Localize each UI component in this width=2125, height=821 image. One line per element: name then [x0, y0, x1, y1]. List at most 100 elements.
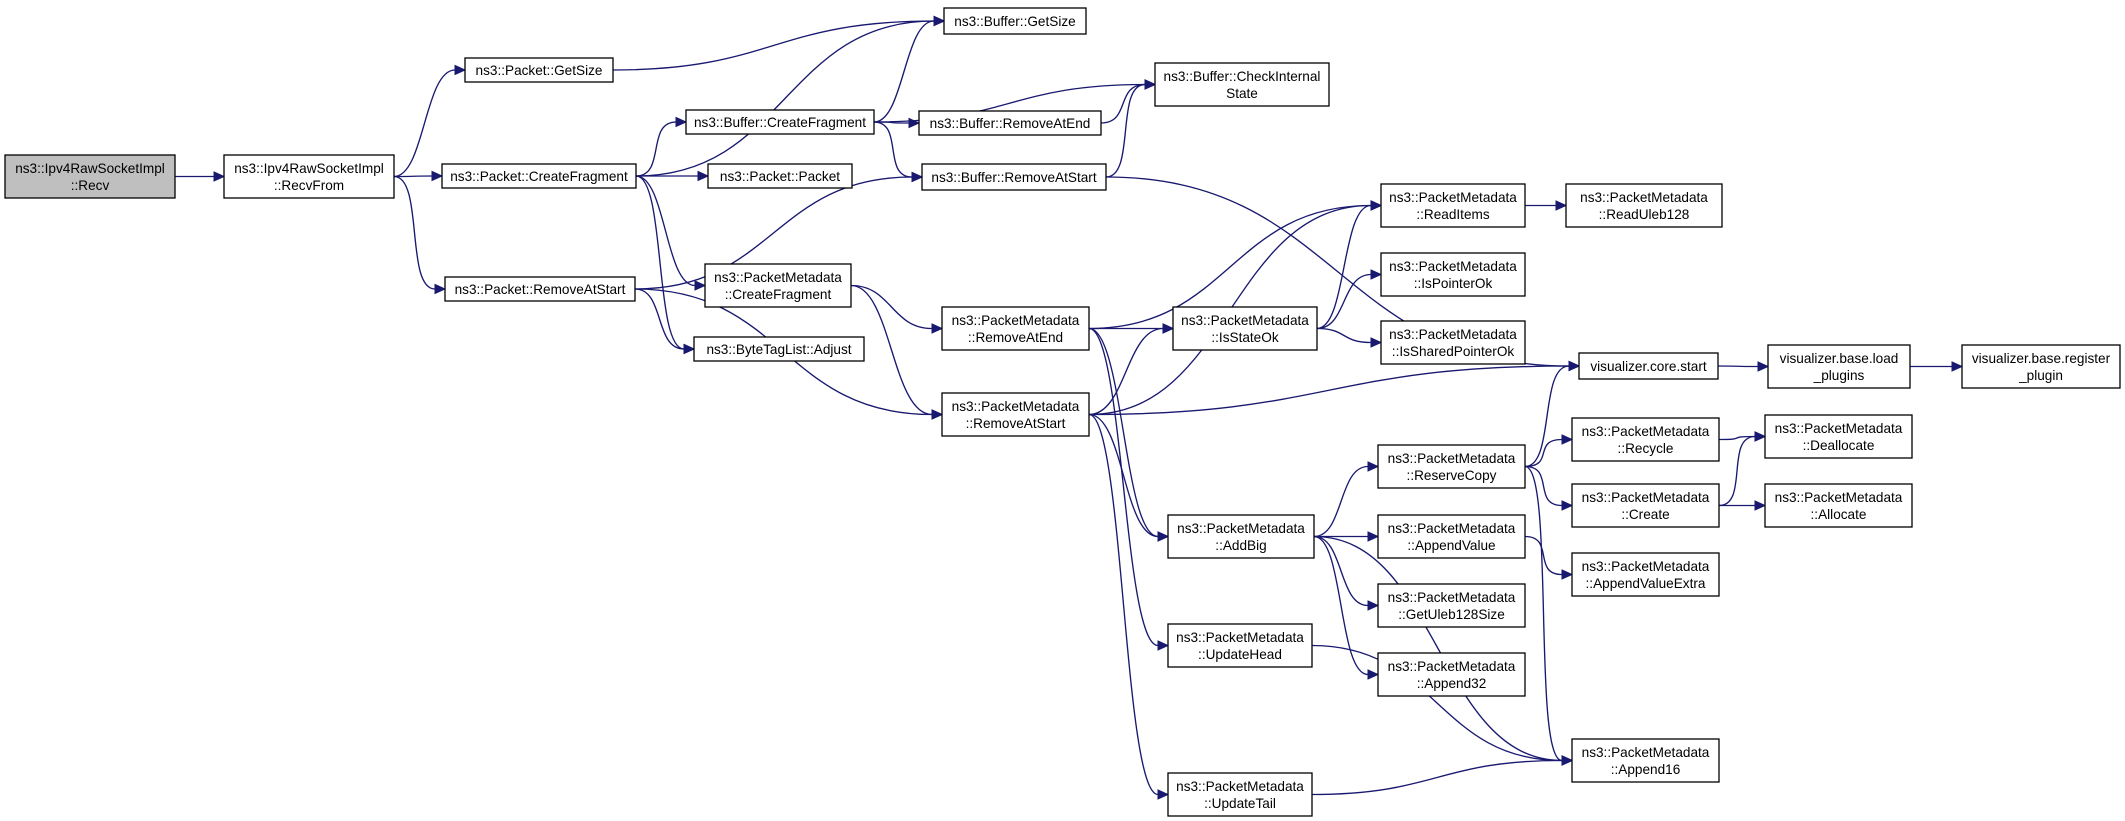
node-label-line: ::ReserveCopy [1407, 468, 1497, 483]
edge-line [873, 121, 913, 178]
edge-line [1316, 327, 1372, 344]
node-pm-getuleb128size[interactable]: ns3::PacketMetadata::GetUleb128Size [1377, 583, 1526, 628]
node-box [921, 163, 1107, 191]
node-label-line: ns3::Packet::GetSize [476, 63, 603, 78]
node-label-line: ns3::PacketMetadata [1388, 590, 1516, 605]
edge-line [873, 121, 910, 124]
edge-pm-removeatstart-to-vis-core-start [1088, 360, 1581, 416]
node-buf-createfragment[interactable]: ns3::Buffer::CreateFragment [685, 109, 875, 135]
node-pm-deallocate[interactable]: ns3::PacketMetadata::Deallocate [1764, 414, 1913, 459]
node-buf-removeatend[interactable]: ns3::Buffer::RemoveAtEnd [918, 110, 1102, 136]
node-pm-append16[interactable]: ns3::PacketMetadata::Append16 [1571, 738, 1720, 783]
node-box [1167, 623, 1313, 668]
node-pkt-getsize[interactable]: ns3::Packet::GetSize [464, 57, 614, 83]
node-pm-addbig[interactable]: ns3::PacketMetadata::AddBig [1167, 514, 1315, 559]
node-vis-base-load[interactable]: visualizer.base.load_plugins [1767, 344, 1911, 389]
edge-line [1524, 535, 1563, 576]
node-pm-append32[interactable]: ns3::PacketMetadata::Append32 [1377, 652, 1526, 697]
node-pm-readitems[interactable]: ns3::PacketMetadata::ReadItems [1380, 183, 1526, 228]
node-label-line: ::AppendValue [1407, 538, 1495, 553]
node-label-line: ns3::PacketMetadata [1775, 421, 1903, 436]
node-pm-recycle[interactable]: ns3::PacketMetadata::Recycle [1571, 417, 1720, 462]
arrowhead [1367, 600, 1380, 611]
edge-line [1717, 365, 1759, 368]
arrowhead [694, 280, 707, 291]
node-pkt-packet[interactable]: ns3::Packet::Packet [707, 163, 853, 189]
node-label-line: ns3::PacketMetadata [1388, 659, 1516, 674]
nodes-layer: ns3::Ipv4RawSocketImpl::Recv ns3::Ipv4Raw… [4, 7, 2121, 817]
node-btl-adjust[interactable]: ns3::ByteTagList::Adjust [693, 336, 865, 362]
node-label-line: ::CreateFragment [725, 287, 832, 302]
edge-pm-isstateok-to-pm-readitems [1316, 200, 1383, 330]
arrowhead [931, 409, 944, 420]
edge-pm-create-to-pm-allocate [1718, 500, 1767, 511]
edges-layer [175, 15, 1964, 800]
edge-pm-create-to-pm-deallocate [1718, 431, 1767, 507]
node-vis-base-register[interactable]: visualizer.base.register_plugin [1961, 344, 2121, 389]
arrowhead [697, 170, 710, 182]
edge-pm-updatetail-to-pm-append16 [1311, 755, 1574, 796]
node-pkt-removeatstart[interactable]: ns3::Packet::RemoveAtStart [444, 276, 636, 302]
edge-line [1088, 327, 1159, 538]
node-recvfrom[interactable]: ns3::Ipv4RawSocketImpl::RecvFrom [223, 154, 395, 199]
node-pm-isstateok[interactable]: ns3::PacketMetadata::IsStateOk [1172, 306, 1318, 351]
edge-line [1088, 204, 1372, 330]
arrowhead [1561, 500, 1574, 511]
edge-pm-isstateok-to-pm-ispointerok [1316, 269, 1383, 330]
node-pm-appendvalueextra[interactable]: ns3::PacketMetadata::AppendValueExtra [1571, 552, 1720, 597]
edge-pm-removeatstart-to-pm-isstateok [1088, 323, 1175, 416]
arrowhead [1370, 269, 1383, 280]
edge-buf-createfragment-to-buf-removeatstart [873, 121, 924, 183]
edge-line [612, 20, 935, 71]
node-pm-removeatstart[interactable]: ns3::PacketMetadata::RemoveAtStart [941, 392, 1090, 437]
node-pm-createfragment[interactable]: ns3::PacketMetadata::CreateFragment [704, 263, 852, 308]
node-pm-removeatend[interactable]: ns3::PacketMetadata::RemoveAtEnd [941, 306, 1090, 351]
node-box [1571, 738, 1720, 783]
node-buf-getsize[interactable]: ns3::Buffer::GetSize [943, 7, 1087, 35]
arrowhead [1951, 361, 1964, 372]
edge-line [1718, 435, 1756, 507]
edge-line [1100, 83, 1146, 124]
arrowhead [1757, 361, 1770, 372]
node-pm-updatetail[interactable]: ns3::PacketMetadata::UpdateTail [1167, 772, 1313, 817]
node-box [1961, 344, 2121, 389]
node-label-line: ::UpdateTail [1204, 796, 1276, 811]
node-pm-create[interactable]: ns3::PacketMetadata::Create [1571, 483, 1720, 528]
arrowhead [1370, 200, 1383, 211]
node-box [943, 7, 1087, 35]
edge-line [634, 176, 913, 290]
node-box [441, 163, 637, 189]
arrowhead [1561, 569, 1574, 580]
node-label-line: ns3::PacketMetadata [1176, 779, 1304, 794]
node-label-line: ns3::PacketMetadata [1177, 521, 1305, 536]
node-box [707, 163, 853, 189]
edge-line [1718, 435, 1756, 441]
edge-line [1311, 644, 1563, 762]
node-pkt-createfragment[interactable]: ns3::Packet::CreateFragment [441, 163, 637, 189]
node-buf-removeatstart[interactable]: ns3::Buffer::RemoveAtStart [921, 163, 1107, 191]
edge-recvfrom-to-pkt-getsize [393, 64, 467, 178]
node-label-line: ns3::PacketMetadata [1582, 424, 1710, 439]
node-pm-readuleb128[interactable]: ns3::PacketMetadata::ReadUleb128 [1565, 183, 1723, 228]
node-box [1377, 652, 1526, 697]
node-pm-updatehead[interactable]: ns3::PacketMetadata::UpdateHead [1167, 623, 1313, 668]
node-vis-core-start[interactable]: visualizer.core.start [1578, 352, 1719, 380]
node-pm-ispointerok[interactable]: ns3::PacketMetadata::IsPointerOk [1380, 252, 1526, 297]
node-pm-appendvalue[interactable]: ns3::PacketMetadata::AppendValue [1377, 514, 1526, 559]
node-box [693, 336, 865, 362]
node-label-line: _plugins [1813, 368, 1865, 383]
node-pm-allocate[interactable]: ns3::PacketMetadata::Allocate [1764, 483, 1913, 528]
node-recv[interactable]: ns3::Ipv4RawSocketImpl::Recv [4, 154, 176, 199]
node-box [1571, 552, 1720, 597]
node-box [704, 263, 852, 308]
node-label-line: ns3::PacketMetadata [1389, 190, 1517, 205]
node-box [1565, 183, 1723, 228]
node-pm-reservecopy[interactable]: ns3::PacketMetadata::ReserveCopy [1377, 444, 1526, 489]
node-pm-issharedpointerok[interactable]: ns3::PacketMetadata::IsSharedPointerOk [1380, 320, 1526, 365]
node-label-line: ns3::PacketMetadata [1775, 490, 1903, 505]
node-label-line: ::IsPointerOk [1414, 276, 1493, 291]
node-label-line: ::Create [1621, 507, 1669, 522]
node-box [918, 110, 1102, 136]
node-label-line: ns3::Buffer::GetSize [954, 14, 1075, 29]
